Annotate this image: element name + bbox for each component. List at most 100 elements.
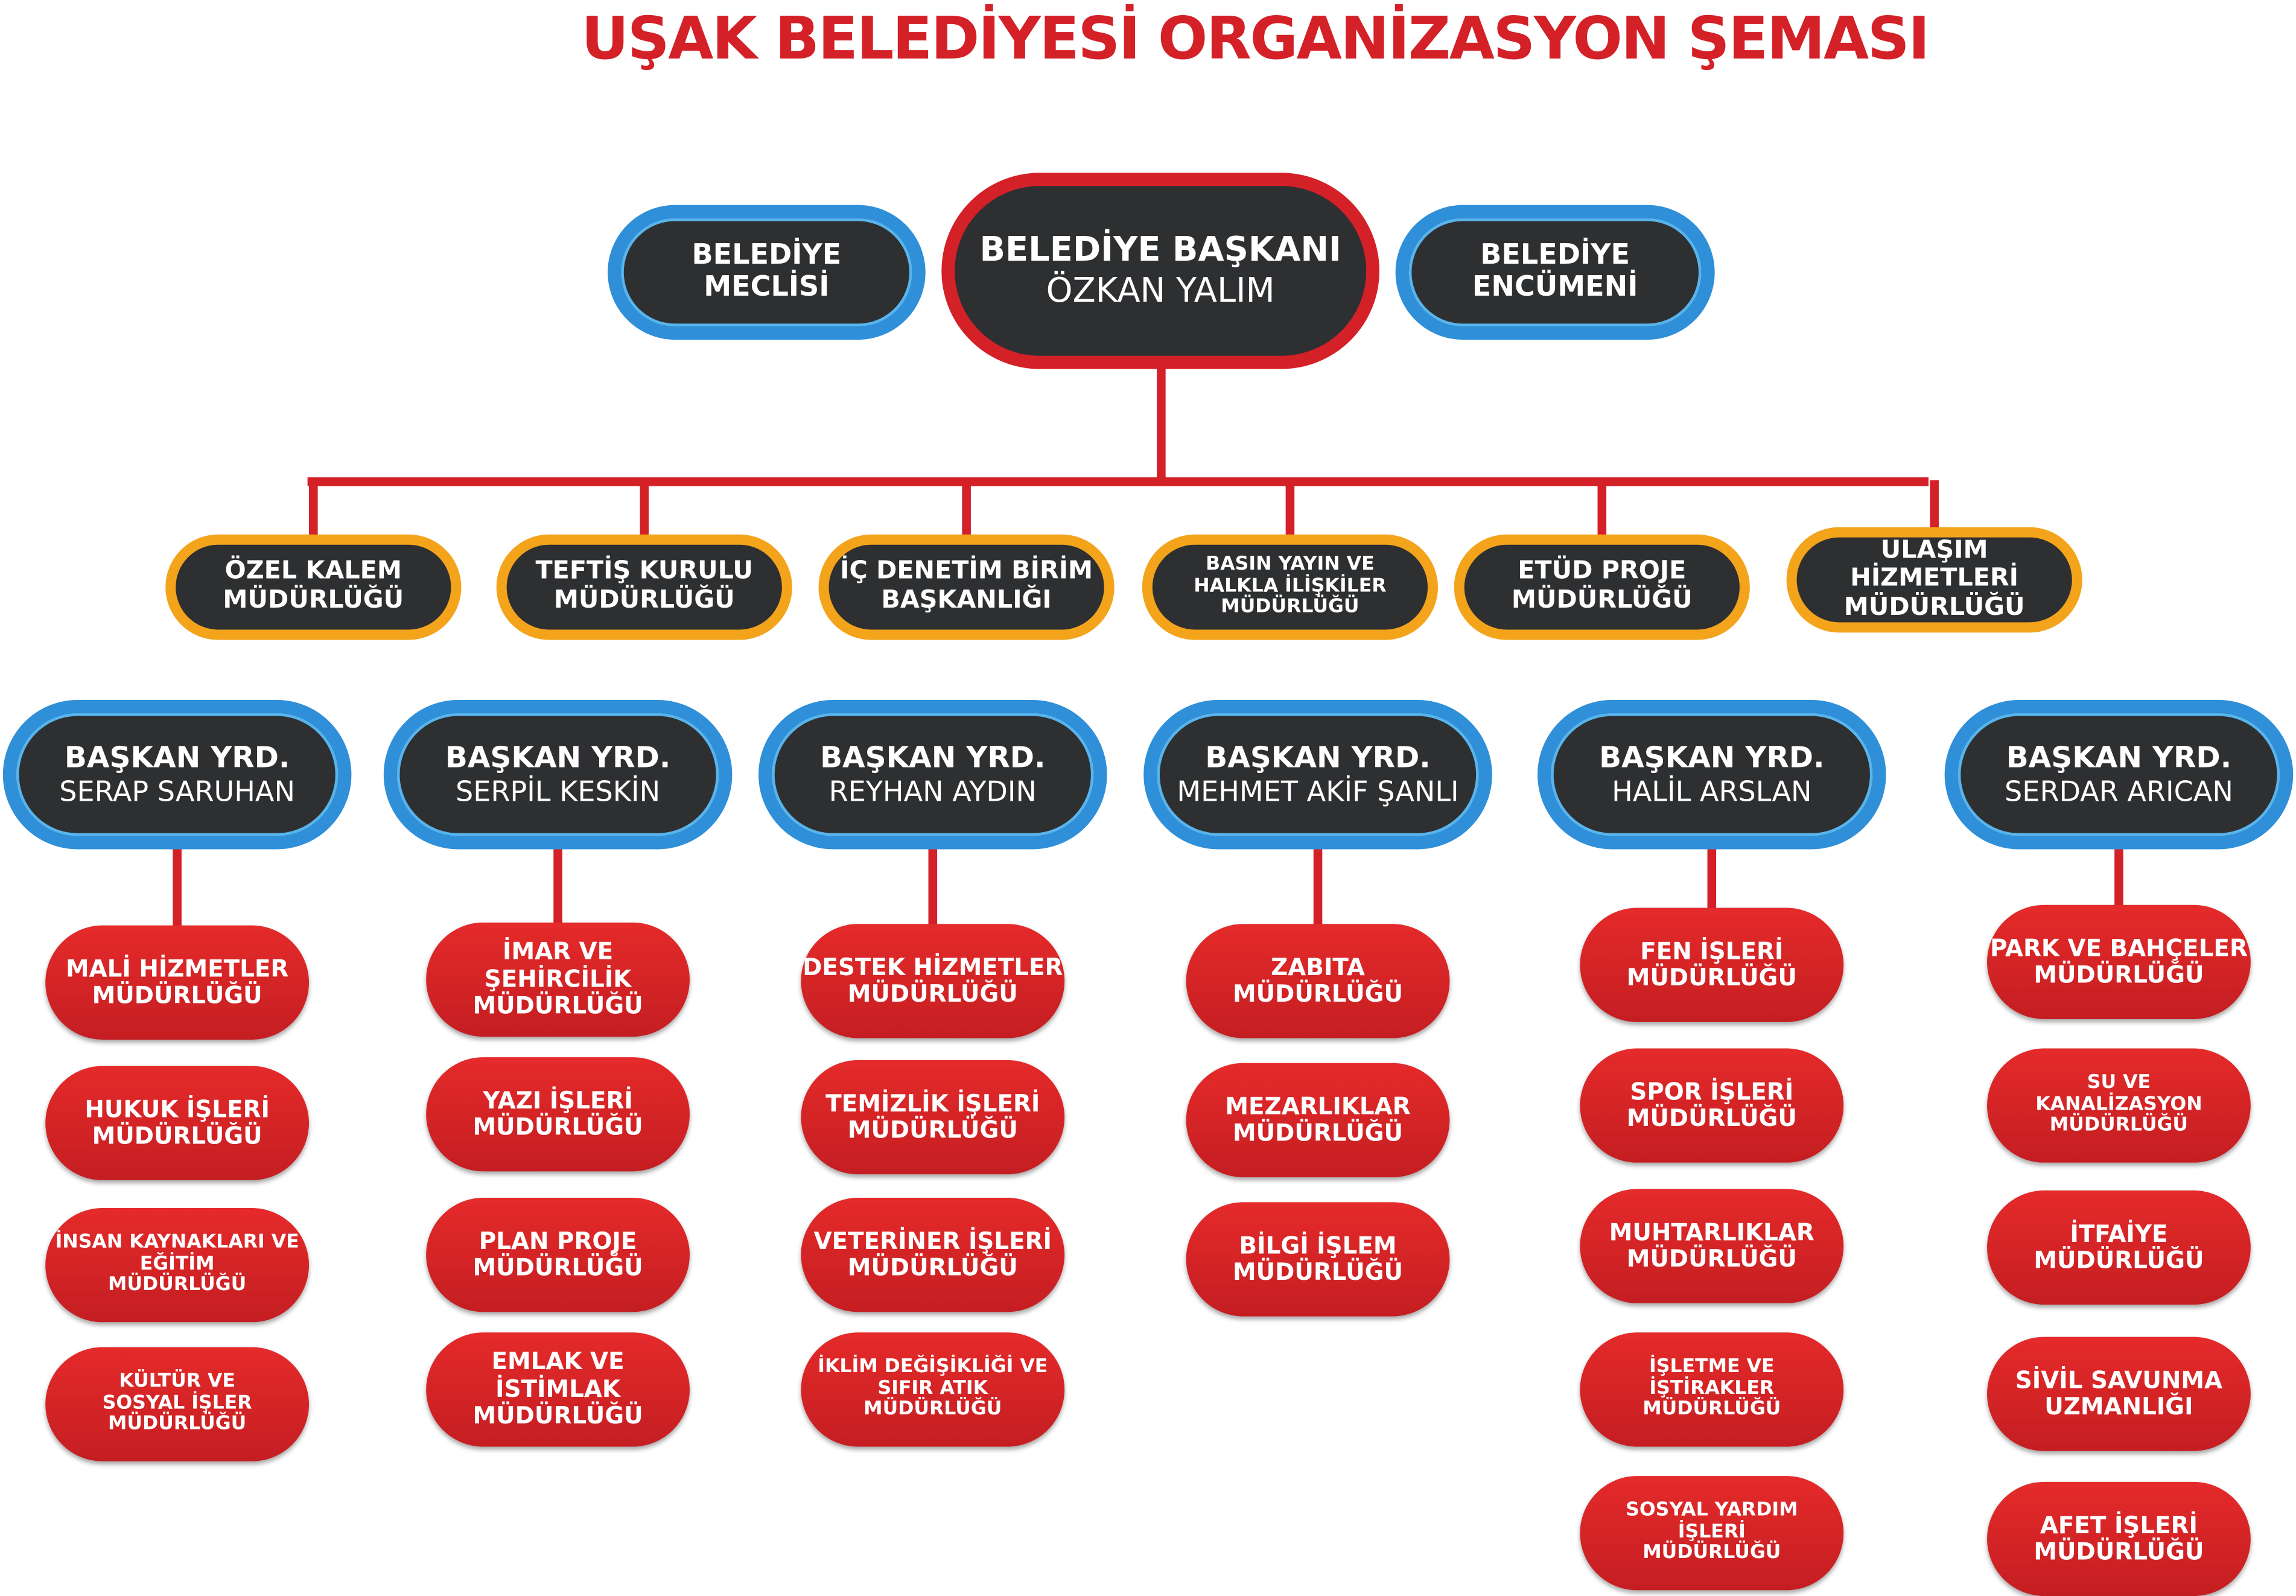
connector-line [553, 846, 562, 926]
directorate-box: SPOR İŞLERİ MÜDÜRLÜĞÜ [1580, 1048, 1844, 1163]
directorate-box: SİVİL SAVUNMA UZMANLIĞI [1987, 1337, 2251, 1451]
directorate-box: TEMİZLİK İŞLERİ MÜDÜRLÜĞÜ [801, 1060, 1065, 1175]
directorate-box: AFET İŞLERİ MÜDÜRLÜĞÜ [1987, 1481, 2251, 1596]
directorate-box: MALİ HİZMETLER MÜDÜRLÜĞÜ [45, 925, 310, 1040]
box-label: BİLGİ İŞLEM MÜDÜRLÜĞÜ [1232, 1230, 1404, 1286]
directorate-box: VETERİNER İŞLERİ MÜDÜRLÜĞÜ [801, 1198, 1065, 1312]
box-label: AFET İŞLERİ MÜDÜRLÜĞÜ [2034, 1510, 2204, 1566]
connector-line [173, 846, 182, 929]
deputy-name: REYHAN AYDIN [828, 775, 1037, 808]
box-label: VETERİNER İŞLERİ MÜDÜRLÜĞÜ [813, 1226, 1052, 1282]
connector-line [1597, 480, 1607, 538]
box-label: TEFTİŞ KURULU MÜDÜRLÜĞÜ [535, 557, 753, 615]
directorate-box: PARK VE BAHÇELER MÜDÜRLÜĞÜ [1987, 905, 2251, 1019]
directorate-box: MUHTARLIKLAR MÜDÜRLÜĞÜ [1580, 1189, 1844, 1303]
directorate-box: İMAR VE ŞEHİRCİLİK MÜDÜRLÜĞÜ [426, 922, 690, 1037]
connector-line [1707, 846, 1717, 911]
box-label: ÖZEL KALEM MÜDÜRLÜĞÜ [223, 557, 404, 615]
box-label: SU VE KANALİZASYON MÜDÜRLÜĞÜ [2035, 1071, 2202, 1137]
connector-line [1313, 846, 1323, 927]
box-label: SİVİL SAVUNMA UZMANLIĞI [2015, 1366, 2223, 1420]
connector-line [1930, 480, 1939, 530]
deputy-role: BAŞKAN YRD. [1205, 739, 1431, 774]
deputy-name: MEHMET AKİF ŞANLI [1177, 775, 1459, 808]
box-label: SPOR İŞLERİ MÜDÜRLÜĞÜ [1626, 1077, 1797, 1132]
directorate-box: İTFAİYE MÜDÜRLÜĞÜ [1987, 1190, 2251, 1305]
connector-line [640, 480, 649, 538]
deputy-name: HALİL ARSLAN [1612, 775, 1812, 808]
deputy-name: SERPİL KESKİN [455, 775, 661, 808]
directorate-box: İŞLETME VE İŞTİRAKLER MÜDÜRLÜĞÜ [1580, 1332, 1844, 1447]
box-label: BASIN YAYIN VE HALKLA İLİŞKİLER MÜDÜRLÜĞ… [1194, 553, 1387, 619]
box-label: FEN İŞLERİ MÜDÜRLÜĞÜ [1626, 936, 1797, 991]
directorate-box: İNSAN KAYNAKLARI VE EĞİTİM MÜDÜRLÜĞÜ [45, 1208, 310, 1323]
connector-line [309, 480, 318, 538]
belediye-baskani-box: BELEDİYE BAŞKANI ÖZKAN YALIM [941, 173, 1379, 369]
box-label: KÜLTÜR VE SOSYAL İŞLER MÜDÜRLÜĞÜ [102, 1370, 252, 1436]
box-label: İŞLETME VE İŞTİRAKLER MÜDÜRLÜĞÜ [1642, 1355, 1781, 1422]
box-label: ZABITA MÜDÜRLÜĞÜ [1232, 952, 1404, 1008]
staff-unit-box: BASIN YAYIN VE HALKLA İLİŞKİLER MÜDÜRLÜĞ… [1142, 534, 1439, 640]
directorate-box: HUKUK İŞLERİ MÜDÜRLÜĞÜ [45, 1066, 310, 1180]
connector-line [307, 477, 1929, 486]
staff-unit-box: İÇ DENETİM BİRİM BAŞKANLIĞI [818, 534, 1115, 640]
belediye-encumeni-box: BELEDİYE ENCÜMENİ [1395, 205, 1715, 340]
deputy-role: BAŞKAN YRD. [445, 739, 671, 774]
connector-line [2114, 846, 2123, 908]
deputy-name: SERDAR ARICAN [2005, 775, 2233, 808]
directorate-box: BİLGİ İŞLEM MÜDÜRLÜĞÜ [1186, 1202, 1450, 1317]
box-label: İKLİM DEĞİŞİKLİĞİ VE SIFIR ATIK MÜDÜRLÜĞ… [818, 1355, 1048, 1422]
directorate-box: ZABITA MÜDÜRLÜĞÜ [1186, 924, 1450, 1038]
box-label: İTFAİYE MÜDÜRLÜĞÜ [2034, 1219, 2204, 1274]
staff-unit-box: ÖZEL KALEM MÜDÜRLÜĞÜ [165, 534, 462, 640]
deputy-name: SERAP SARUHAN [59, 775, 295, 808]
box-label: DESTEK HİZMETLER MÜDÜRLÜĞÜ [803, 952, 1063, 1008]
staff-unit-box: ULAŞIM HİZMETLERİ MÜDÜRLÜĞÜ [1786, 527, 2082, 633]
directorate-box: EMLAK VE İSTİMLAK MÜDÜRLÜĞÜ [426, 1332, 690, 1447]
directorate-box: MEZARLIKLAR MÜDÜRLÜĞÜ [1186, 1063, 1450, 1178]
chart-title: UŞAK BELEDİYESİ ORGANİZASYON ŞEMASI [581, 5, 1930, 74]
deputy-box: BAŞKAN YRD.SERAP SARUHAN [2, 699, 352, 850]
box-label: EMLAK VE İSTİMLAK MÜDÜRLÜĞÜ [472, 1347, 643, 1429]
box-label: İNSAN KAYNAKLARI VE EĞİTİM MÜDÜRLÜĞÜ [55, 1230, 299, 1297]
box-label: İMAR VE ŞEHİRCİLİK MÜDÜRLÜĞÜ [472, 938, 643, 1020]
connector-line [1285, 480, 1295, 538]
box-label: ULAŞIM HİZMETLERİ MÜDÜRLÜĞÜ [1843, 535, 2025, 622]
directorate-box: SU VE KANALİZASYON MÜDÜRLÜĞÜ [1987, 1048, 2251, 1163]
directorate-box: FEN İŞLERİ MÜDÜRLÜĞÜ [1580, 908, 1844, 1022]
deputy-box: BAŞKAN YRD.SERDAR ARICAN [1944, 699, 2294, 850]
deputy-box: BAŞKAN YRD.SERPİL KESKİN [383, 699, 733, 850]
deputy-box: BAŞKAN YRD.MEHMET AKİF ŞANLI [1143, 699, 1492, 850]
connector-line [962, 480, 971, 538]
box-label: HUKUK İŞLERİ MÜDÜRLÜĞÜ [84, 1095, 270, 1149]
directorate-box: DESTEK HİZMETLER MÜDÜRLÜĞÜ [801, 924, 1065, 1038]
box-label: ETÜD PROJE MÜDÜRLÜĞÜ [1511, 557, 1693, 615]
deputy-role: BAŞKAN YRD. [64, 739, 290, 774]
deputy-role: BAŞKAN YRD. [820, 739, 1046, 774]
box-label: YAZI İŞLERİ MÜDÜRLÜĞÜ [472, 1086, 643, 1141]
box-label: MEZARLIKLAR MÜDÜRLÜĞÜ [1225, 1092, 1411, 1147]
box-label: TEMİZLİK İŞLERİ MÜDÜRLÜĞÜ [825, 1089, 1040, 1144]
directorate-box: İKLİM DEĞİŞİKLİĞİ VE SIFIR ATIK MÜDÜRLÜĞ… [801, 1332, 1065, 1447]
baskan-role: BELEDİYE BAŞKANI [979, 230, 1341, 269]
staff-unit-box: ETÜD PROJE MÜDÜRLÜĞÜ [1454, 534, 1750, 640]
box-label: BELEDİYE ENCÜMENİ [1472, 238, 1638, 304]
box-label: MALİ HİZMETLER MÜDÜRLÜĞÜ [65, 954, 289, 1009]
directorate-box: KÜLTÜR VE SOSYAL İŞLER MÜDÜRLÜĞÜ [45, 1347, 310, 1461]
box-label: PLAN PROJE MÜDÜRLÜĞÜ [472, 1226, 643, 1282]
box-label: PARK VE BAHÇELER MÜDÜRLÜĞÜ [1989, 933, 2248, 989]
deputy-role: BAŞKAN YRD. [2006, 739, 2232, 774]
deputy-box: BAŞKAN YRD.REYHAN AYDIN [758, 699, 1107, 850]
connector-line [1157, 366, 1166, 486]
deputy-box: BAŞKAN YRD.HALİL ARSLAN [1538, 699, 1886, 850]
belediye-meclisi-box: BELEDİYE MECLİSİ [608, 205, 926, 340]
box-label: İÇ DENETİM BİRİM BAŞKANLIĞI [840, 557, 1093, 615]
directorate-box: YAZI İŞLERİ MÜDÜRLÜĞÜ [426, 1057, 690, 1172]
directorate-box: SOSYAL YARDIM İŞLERİ MÜDÜRLÜĞÜ [1580, 1476, 1844, 1591]
baskan-name: ÖZKAN YALIM [1046, 272, 1275, 311]
connector-line [928, 846, 938, 927]
box-label: MUHTARLIKLAR MÜDÜRLÜĞÜ [1609, 1218, 1814, 1273]
staff-unit-box: TEFTİŞ KURULU MÜDÜRLÜĞÜ [496, 534, 792, 640]
box-label: SOSYAL YARDIM İŞLERİ MÜDÜRLÜĞÜ [1626, 1498, 1798, 1565]
